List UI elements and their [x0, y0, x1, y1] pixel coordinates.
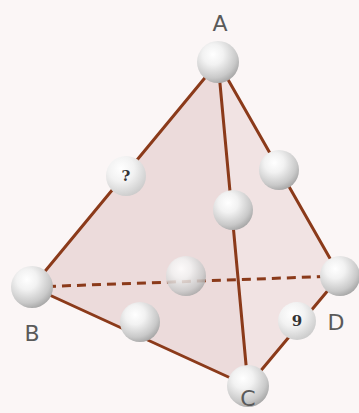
sphere-number: 9: [292, 314, 302, 329]
vertex-label: D: [328, 312, 345, 334]
vertex-label: C: [240, 388, 255, 410]
plain-spheres: [11, 41, 359, 407]
tetrahedron-edges: [32, 62, 340, 386]
sphere-node: ?: [106, 156, 146, 196]
sphere-node: 9: [278, 302, 316, 340]
vertex-label: B: [24, 323, 39, 345]
sphere-number: ?: [122, 169, 131, 184]
tetrahedron-face: [32, 62, 340, 386]
front-face: [32, 62, 248, 386]
vertex-label: A: [212, 13, 227, 35]
